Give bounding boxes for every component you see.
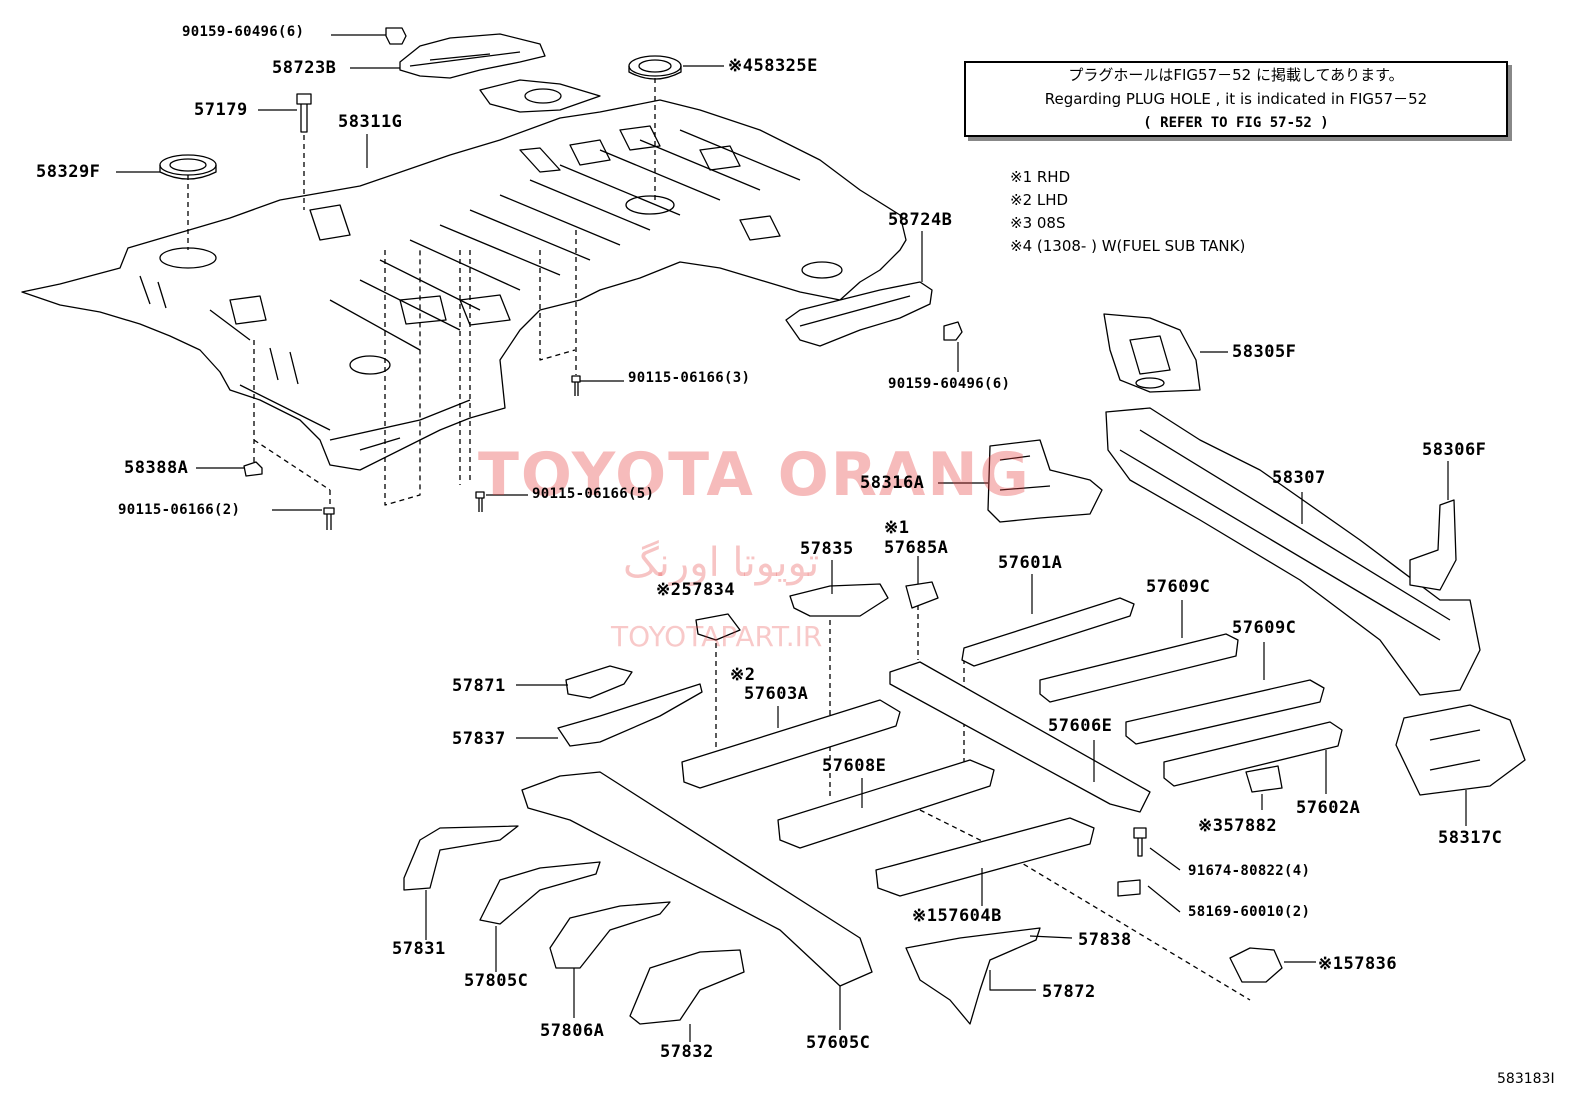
bracket-58724B-part	[785, 281, 933, 347]
part-label: 57179	[194, 100, 248, 120]
part-label: 58316A	[860, 473, 925, 493]
part-label: 58317C	[1438, 828, 1503, 848]
panel-58317C-part	[1395, 704, 1526, 796]
part-label: 57606E	[1048, 716, 1113, 736]
part-label: 58329F	[36, 162, 101, 182]
part-label: 58388A	[124, 458, 189, 478]
part-label: 57601A	[998, 553, 1063, 573]
panel-58316A-part	[987, 439, 1103, 523]
part-label: 90115-06166(2)	[118, 502, 241, 518]
clip-90159-top-part	[385, 27, 407, 45]
note-line-english: Regarding PLUG HOLE , it is indicated in…	[1044, 90, 1428, 108]
part-label: 58311G	[338, 112, 403, 132]
part-label: ※1	[884, 518, 910, 538]
part-label: 57605C	[806, 1033, 871, 1053]
bolt-57179-part	[296, 93, 312, 133]
part-label: ※257834	[656, 580, 736, 600]
legend-item: ※4 (1308- ) W(FUEL SUB TANK)	[1010, 237, 1246, 255]
legend-item: ※3 08S	[1010, 214, 1066, 232]
part-label: 57871	[452, 676, 506, 696]
part-label: 57872	[1042, 982, 1096, 1002]
clip-58388A-part	[243, 461, 263, 477]
legend-item: ※2 LHD	[1010, 191, 1069, 209]
part-label: 57609C	[1146, 577, 1211, 597]
part-label: 58305F	[1232, 342, 1297, 362]
part-label: 57602A	[1296, 798, 1361, 818]
part-label: 90159-60496(6)	[182, 24, 305, 40]
part-label: 90159-60496(6)	[888, 376, 1011, 392]
part-label: 57831	[392, 939, 446, 959]
part-label: 57685A	[884, 538, 949, 558]
part-label: 57806A	[540, 1021, 605, 1041]
cross-members-part	[521, 597, 1343, 987]
part-label: 58306F	[1422, 440, 1487, 460]
watermark-site: TOYOTAPART.IR	[611, 620, 823, 653]
part-label: 57832	[660, 1042, 714, 1062]
part-label: 57608E	[822, 756, 887, 776]
part-label: 57838	[1078, 930, 1132, 950]
part-label: 57837	[452, 729, 506, 749]
note-line-refer: ( REFER TO FIG 57-52 )	[1143, 115, 1329, 131]
part-label: 90115-06166(5)	[532, 486, 655, 502]
part-label: ※157604B	[912, 906, 1002, 926]
assembly-guide-lines	[187, 78, 1251, 1001]
part-label: 58307	[1272, 468, 1326, 488]
part-label: 91674-80822(4)	[1188, 863, 1311, 879]
watermark-brand: TOYOTA ORANG	[478, 440, 1031, 510]
part-label: 58724B	[888, 210, 953, 230]
legend-item: ※1 RHD	[1010, 168, 1071, 186]
part-label: 90115-06166(3)	[628, 370, 751, 386]
footnote-legend: ※1 RHD ※2 LHD ※3 08S ※4 (1308- ) W(FUEL …	[1010, 166, 1245, 258]
part-label: 57835	[800, 539, 854, 559]
part-label: 57609C	[1232, 618, 1297, 638]
part-label: 57805C	[464, 971, 529, 991]
clip-90159-mid-part	[943, 321, 963, 341]
part-label: 58723B	[272, 58, 337, 78]
note-line-japanese: プラグホールはFIG57－52 に掲載してあります。	[1068, 66, 1404, 84]
leader-lines	[116, 34, 1467, 1042]
rear-floor-pan-part	[21, 79, 907, 471]
panel-58305F-part	[1103, 313, 1201, 393]
part-label: 57603A	[744, 684, 809, 704]
watermark-persian: تویوتا اورنگ	[623, 540, 820, 586]
figure-code: 583183I	[1497, 1071, 1555, 1087]
part-label: ※157836	[1318, 954, 1398, 974]
bracket-58723B-part	[399, 33, 546, 79]
part-label: ※357882	[1198, 816, 1278, 836]
small-brackets-part	[403, 581, 1283, 1025]
plug-hole-note-box: プラグホールはFIG57－52 に掲載してあります。 Regarding PLU…	[964, 61, 1508, 137]
grommet-58325E-part	[628, 55, 682, 80]
bolts-90115-part	[323, 375, 581, 530]
part-label: 58169-60010(2)	[1188, 904, 1311, 920]
bracket-58306F-part	[1409, 499, 1457, 591]
part-label: ※458325E	[728, 56, 818, 76]
side-rail-58307-part	[1105, 407, 1481, 696]
part-label: ※2	[730, 665, 756, 685]
